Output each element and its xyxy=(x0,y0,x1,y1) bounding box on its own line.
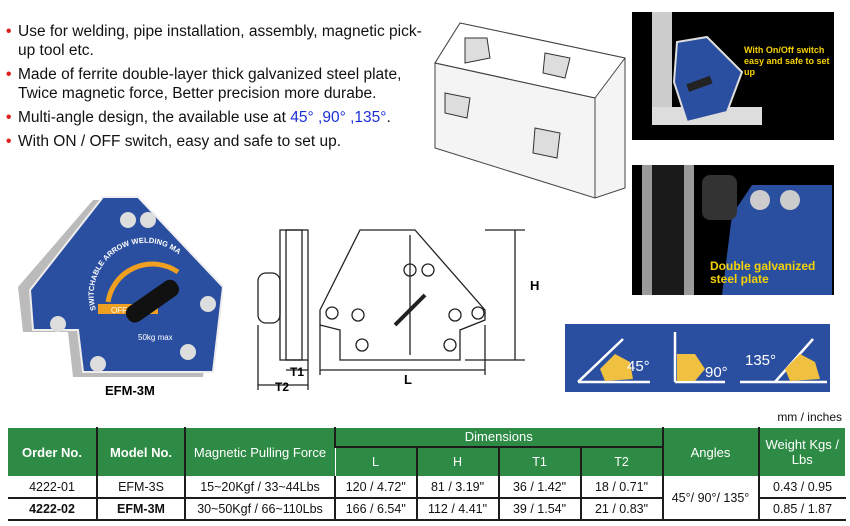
header-angles: Angles xyxy=(661,427,759,477)
cell-t1: 36 / 1.42" xyxy=(497,476,581,499)
plate-caption: Double galvanized steel plate xyxy=(710,259,816,286)
cell-t1: 39 / 1.54" xyxy=(497,498,581,521)
cell-order: 4222-01 xyxy=(8,476,97,499)
table-row: 4222-02 EFM-3M 30~50Kgf / 66~110Lbs 166 … xyxy=(8,498,846,521)
angle-illustrations xyxy=(577,332,827,384)
header-weight: Weight Kgs / Lbs xyxy=(757,427,846,477)
cell-h: 81 / 3.19" xyxy=(415,476,499,499)
header-l: L xyxy=(335,446,417,477)
cell-t2: 18 / 0.71" xyxy=(579,476,663,499)
cell-l: 120 / 4.72" xyxy=(334,476,417,499)
angle-135-label: 135° xyxy=(745,352,777,369)
cell-weight: 0.43 / 0.95 xyxy=(757,476,846,499)
cell-angles: 45°/ 90°/ 135° xyxy=(661,476,759,521)
off-label: OFF xyxy=(111,306,127,315)
feature-suffix: . xyxy=(386,109,391,126)
spec-table: Order No. Model No. Magnetic Pulling For… xyxy=(8,427,846,521)
feature-item: •Use for welding, pipe installation, ass… xyxy=(6,23,422,59)
angle-highlight: 45° ,90° ,135° xyxy=(290,109,387,126)
header-model: Model No. xyxy=(96,427,186,477)
magnet-corner-image xyxy=(652,12,762,125)
header-t2: T2 xyxy=(579,446,663,477)
max-label: 50kg max xyxy=(138,333,173,342)
feature-text: Made of ferrite double-layer thick galva… xyxy=(18,66,402,102)
cell-order: 4222-02 xyxy=(8,498,97,521)
dim-t1-label: T1 xyxy=(290,365,305,379)
unit-label: mm / inches xyxy=(777,410,842,424)
cell-model: EFM-3S xyxy=(96,476,185,499)
box-usage-diagram xyxy=(434,22,626,199)
feature-text: Multi-angle design, the available use at xyxy=(18,109,291,126)
plate-edge-image xyxy=(642,165,832,295)
product-label: EFM-3M xyxy=(105,383,155,398)
switch-caption: With On/Off switch easy and safe to set … xyxy=(744,45,830,77)
feature-text: With ON / OFF switch, easy and safe to s… xyxy=(18,133,342,150)
plate-photo: Double galvanized steel plate xyxy=(632,165,834,295)
feature-item: •Multi-angle design, the available use a… xyxy=(6,109,391,126)
header-force: Magnetic Pulling Force xyxy=(184,427,336,477)
header-t1: T1 xyxy=(497,446,581,477)
angle-90-label: 90° xyxy=(705,364,728,381)
cell-t2: 21 / 0.83" xyxy=(579,498,663,521)
feature-item: •Made of ferrite double-layer thick galv… xyxy=(6,66,402,102)
dim-h-label: H xyxy=(530,278,540,293)
feature-list: •Use for welding, pipe installation, ass… xyxy=(6,22,426,156)
cell-weight: 0.85 / 1.87 xyxy=(757,498,846,521)
feature-item: •With ON / OFF switch, easy and safe to … xyxy=(6,133,342,150)
switch-knob xyxy=(125,279,180,323)
table-row: 4222-01 EFM-3S 15~20Kgf / 33~44Lbs 120 /… xyxy=(8,476,846,521)
dim-t2-label: T2 xyxy=(275,380,290,394)
header-dimensions: Dimensions xyxy=(334,427,663,448)
cell-model: EFM-3M xyxy=(96,498,185,521)
cell-h: 112 / 4.41" xyxy=(415,498,499,521)
angle-usage-panel: 45° 90° 135° xyxy=(565,324,830,392)
header-h: H xyxy=(415,446,499,477)
switch-photo: With On/Off switch easy and safe to set … xyxy=(632,12,834,140)
feature-text: Use for welding, pipe installation, asse… xyxy=(18,23,422,59)
dim-l-label: L xyxy=(404,372,412,387)
header-order: Order No. xyxy=(8,427,98,477)
cell-l: 166 / 6.54" xyxy=(334,498,417,521)
cell-force: 30~50Kgf / 66~110Lbs xyxy=(184,498,335,521)
technical-drawing xyxy=(257,229,525,390)
angle-45-label: 45° xyxy=(627,358,650,375)
product-photo: SWITCHABLE ARROW WELDING MAGNET OFF 50kg… xyxy=(8,192,223,377)
cell-force: 15~20Kgf / 33~44Lbs xyxy=(184,476,335,499)
